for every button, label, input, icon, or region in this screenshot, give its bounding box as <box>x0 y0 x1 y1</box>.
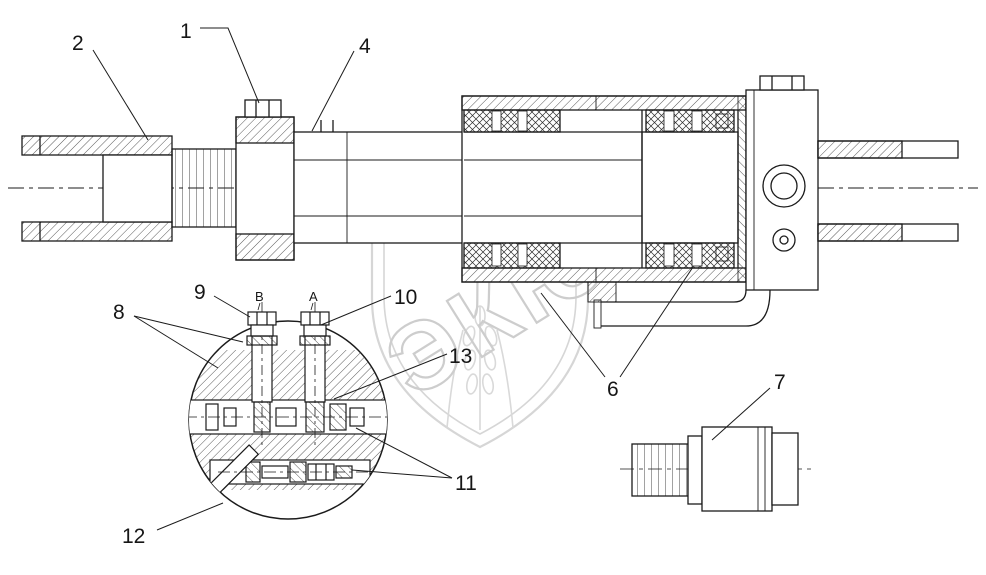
callout-label-8: 8 <box>113 301 125 324</box>
leader-12 <box>156 502 224 531</box>
leader-9 <box>213 295 251 318</box>
leader-1 <box>200 27 260 104</box>
part7-body <box>701 426 773 512</box>
callout-label-4: 4 <box>359 35 371 58</box>
port-fitting-a <box>299 302 331 445</box>
leader-8b <box>133 315 219 369</box>
part7-tail <box>771 432 799 506</box>
leader-6a <box>540 292 606 378</box>
main-assembly-drawing <box>8 75 978 329</box>
rod-gland-seals <box>463 109 561 269</box>
part7-collar <box>687 435 703 505</box>
port-label-a: A <box>309 289 318 304</box>
piston-rod <box>293 120 465 244</box>
leader-6b <box>619 266 694 378</box>
leader-13 <box>333 353 448 400</box>
callout-label-6: 6 <box>607 378 619 401</box>
right-clevis <box>817 140 959 242</box>
leader-7 <box>711 387 771 441</box>
rear-end-cap <box>745 75 819 291</box>
leader-8a <box>133 315 244 343</box>
leader-4 <box>311 50 355 132</box>
leader-11b <box>355 427 453 479</box>
callout-label-9: 9 <box>194 281 206 304</box>
leader-b <box>257 302 261 311</box>
callout-label-2: 2 <box>72 32 84 55</box>
callout-labels: 1 2 4 6 7 8 9 10 11 12 13 B A <box>72 20 786 548</box>
port-fitting-b <box>246 302 278 445</box>
left-clevis <box>21 135 173 242</box>
leader-11a <box>351 469 453 479</box>
callout-label-13: 13 <box>449 345 472 368</box>
callout-label-11: 11 <box>455 472 477 495</box>
piston-seals <box>641 109 739 269</box>
valve-block-section <box>189 335 387 506</box>
callout-label-7: 7 <box>774 371 786 394</box>
port-boss <box>759 75 805 91</box>
part7-threaded-nose <box>631 443 689 497</box>
gland-flange <box>235 99 295 261</box>
threaded-rod-end <box>171 148 237 228</box>
fitting-part-7 <box>620 426 812 512</box>
leader-2 <box>92 49 149 141</box>
callout-label-10: 10 <box>394 286 417 309</box>
detail-view-circle <box>188 302 388 520</box>
drain-tube <box>587 281 771 329</box>
leader-10 <box>320 295 392 326</box>
lock-nut <box>244 99 282 118</box>
cylinder-body <box>461 95 747 283</box>
leader-lines <box>92 27 771 531</box>
port-label-b: B <box>255 289 264 304</box>
leader-a <box>310 302 314 311</box>
callout-label-1: 1 <box>180 20 192 43</box>
wheat-ear-icon <box>446 305 514 430</box>
callout-label-12: 12 <box>122 525 145 548</box>
